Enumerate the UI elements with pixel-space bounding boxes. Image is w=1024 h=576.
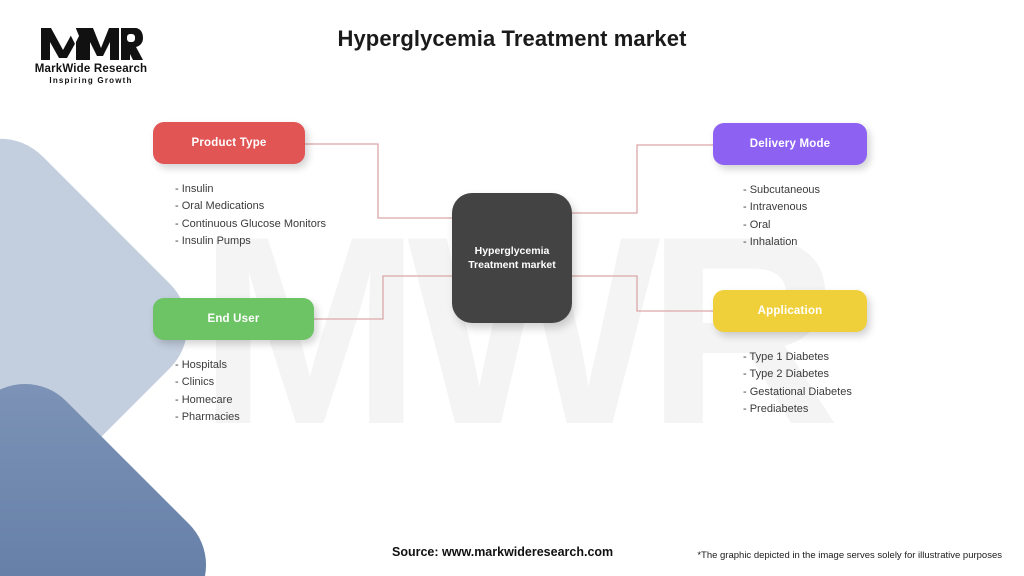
list-item: - Insulin <box>175 183 214 195</box>
list-item: - Homecare <box>175 393 233 406</box>
page-title: Hyperglycemia Treatment market <box>337 26 687 51</box>
logo-company-name: MarkWide Research <box>34 63 148 75</box>
list-item: - Subcutaneous <box>743 184 821 196</box>
branch-items-end-user: - Hospitals - Clinics - Homecare - Pharm… <box>175 357 314 426</box>
list-item: - Type 2 Diabetes <box>743 368 830 381</box>
list-item: - Insulin Pumps <box>175 234 251 247</box>
branch-items-application: - Type 1 Diabetes - Type 2 Diabetes - Ge… <box>743 349 867 418</box>
branch-header-product-type[interactable]: Product Type <box>153 122 305 164</box>
list-item: - Type 1 Diabetes <box>743 351 830 363</box>
branch-header-end-user[interactable]: End User <box>153 298 314 340</box>
logo-tagline: Inspiring Growth <box>49 76 133 85</box>
list-item: - Intravenous <box>743 201 808 214</box>
list-item: - Prediabetes <box>743 402 809 415</box>
branch-items-delivery-mode: - Subcutaneous - Intravenous - Oral - In… <box>743 182 867 251</box>
center-node-line2: Treatment market <box>468 259 556 271</box>
branch-header-delivery-mode[interactable]: Delivery Mode <box>713 123 867 165</box>
list-item: - Gestational Diabetes <box>743 385 852 398</box>
branch-end-user: End User - Hospitals - Clinics - Homecar… <box>153 298 314 442</box>
disclaimer-note: *The graphic depicted in the image serve… <box>697 550 1002 561</box>
list-item: - Clinics <box>175 376 215 389</box>
list-item: - Oral <box>743 218 771 231</box>
source-label: Source: www.markwideresearch.com <box>392 545 614 559</box>
branch-header-application[interactable]: Application <box>713 290 867 332</box>
list-item: - Inhalation <box>743 235 798 248</box>
branch-application: Application - Type 1 Diabetes - Type 2 D… <box>713 290 867 434</box>
brand-logo: MarkWide Research Inspiring Growth <box>16 22 166 85</box>
mwr-monogram-icon <box>41 26 143 60</box>
list-item: - Hospitals <box>175 359 227 371</box>
center-node-line1: Hyperglycemia <box>474 244 550 257</box>
branch-product-type: Product Type - Insulin - Oral Medication… <box>153 122 327 266</box>
list-item: - Continuous Glucose Monitors <box>175 217 327 230</box>
list-item: - Pharmacies <box>175 410 240 423</box>
center-node: Hyperglycemia Treatment market <box>452 193 572 323</box>
branch-items-product-type: - Insulin - Oral Medications - Continuou… <box>175 181 327 250</box>
branch-delivery-mode: Delivery Mode - Subcutaneous - Intraveno… <box>713 123 867 267</box>
list-item: - Oral Medications <box>175 200 265 213</box>
